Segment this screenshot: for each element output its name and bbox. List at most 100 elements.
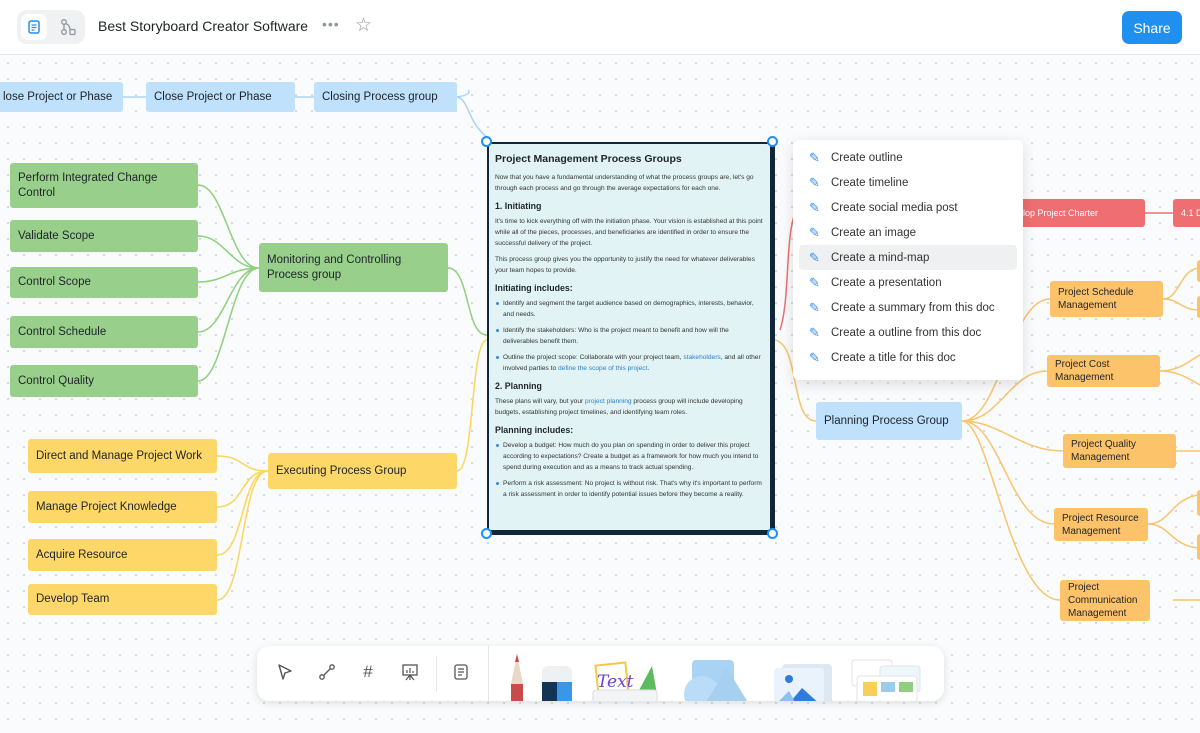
node-monitoring-item[interactable]: Control Schedule (10, 316, 198, 348)
node-initiating-next[interactable]: 4.1 D (1173, 199, 1200, 227)
select-tool-icon[interactable] (273, 662, 297, 686)
node-executing-item[interactable]: Acquire Resource (28, 539, 217, 571)
more-icon[interactable]: ••• (322, 16, 340, 32)
doc-bullet: Perform a risk assessment: No project is… (495, 478, 764, 500)
doc-bullet: Outline the project scope: Collaborate w… (495, 352, 764, 374)
text: , and all other involved parties to (503, 354, 761, 372)
resize-handle[interactable] (767, 528, 778, 539)
doc-heading: Initiating includes: (495, 283, 573, 293)
node-monitoring-item[interactable]: Control Quality (10, 365, 198, 397)
node-monitoring-item[interactable]: Validate Scope (10, 220, 198, 252)
connector-tool-icon[interactable] (315, 662, 339, 686)
node-planning-item[interactable]: Project Communication Management (1060, 580, 1150, 621)
text: process group will include developing bu… (495, 398, 743, 416)
menu-item-label: Create an image (831, 226, 917, 239)
node-planning-group[interactable]: Planning Process Group (816, 402, 962, 440)
node-planning-item[interactable]: Project Quality Management (1063, 434, 1176, 468)
text: Outline the project scope: Collaborate w… (503, 354, 684, 361)
mindmap-view-icon[interactable] (55, 14, 81, 40)
menu-item[interactable]: ✎ Create a outline from this doc (799, 320, 1017, 345)
pencil-sticker[interactable] (511, 654, 523, 701)
menu-item-label: Create outline (831, 151, 903, 164)
node-executing-group[interactable]: Executing Process Group (268, 453, 457, 489)
divider (488, 646, 489, 701)
node-executing-item[interactable]: Develop Team (28, 584, 217, 615)
pencil-icon: ✎ (809, 274, 820, 290)
eraser-sticker[interactable] (542, 666, 572, 701)
node-planning-item[interactable]: Project Schedule Management (1050, 281, 1163, 317)
node-closing-group[interactable]: Closing Process group (314, 82, 457, 112)
view-switcher (17, 10, 85, 44)
node-close-project[interactable]: Close Project or Phase (146, 82, 295, 112)
page-title: Best Storyboard Creator Software (98, 18, 309, 34)
menu-item-label: Create social media post (831, 201, 958, 214)
pencil-icon: ✎ (809, 174, 820, 190)
node-stub[interactable] (1197, 260, 1200, 282)
doc-paragraph: These plans will vary, but your project … (495, 396, 764, 418)
share-button[interactable]: Share (1122, 11, 1182, 44)
pencil-icon: ✎ (809, 349, 820, 365)
resize-handle[interactable] (767, 136, 778, 147)
node-stub[interactable] (1197, 490, 1200, 516)
menu-item[interactable]: ✎ Create outline (799, 145, 1017, 170)
presentation-tool-icon[interactable] (398, 662, 422, 686)
menu-item-label: Create a mind-map (831, 251, 930, 264)
menu-item[interactable]: ✎Create a title for this doc (799, 345, 1017, 370)
menu-item[interactable]: ✎Create social media post (799, 195, 1017, 220)
menu-item[interactable]: ✎Create a presentation (799, 270, 1017, 295)
node-develop-charter[interactable]: elop Project Charter (1010, 199, 1145, 227)
resize-handle[interactable] (481, 136, 492, 147)
text: . (647, 365, 650, 372)
doc-paragraph: This process group gives you the opportu… (495, 256, 755, 274)
node-monitoring-group[interactable]: Monitoring and Controlling Process group (259, 243, 448, 292)
node-monitoring-item[interactable]: Perform Integrated Change Control (10, 163, 198, 208)
star-icon[interactable]: ☆ (355, 15, 373, 36)
pencil-icon: ✎ (809, 249, 820, 265)
document-card[interactable]: Project Management Process Groups Now th… (487, 142, 775, 535)
sticker-tray: Text (511, 654, 921, 701)
image-sticker[interactable] (774, 664, 832, 701)
pencil-icon: ✎ (809, 224, 820, 240)
doc-heading: Planning includes: (495, 425, 574, 435)
text-sticker-label: Text (597, 672, 634, 692)
node-stub[interactable] (1197, 296, 1200, 318)
node-monitoring-item[interactable]: Control Scope (10, 267, 198, 298)
node-stub[interactable] (1197, 534, 1200, 560)
node-executing-item[interactable]: Direct and Manage Project Work (28, 439, 217, 473)
node-planning-item[interactable]: Project Resource Management (1054, 508, 1148, 541)
pencil-icon: ✎ (809, 149, 820, 165)
doc-bullet: Identify and segment the target audience… (495, 298, 764, 320)
doc-list: Develop a budget: How much do you plan o… (495, 440, 764, 500)
text-sticker[interactable]: Text (592, 661, 658, 701)
doc-bullet: Develop a budget: How much do you plan o… (495, 440, 764, 473)
doc-bullet: Identify the stakeholders: Who is the pr… (495, 325, 764, 347)
menu-item[interactable]: ✎ Create timeline (799, 170, 1017, 195)
scope-link[interactable]: define the scope of this project (557, 365, 648, 372)
node-close-project-partial[interactable]: lose Project or Phase (0, 82, 123, 112)
executing-connectors (216, 339, 488, 601)
menu-item[interactable]: ✎ Create an image (799, 220, 1017, 245)
doc-intro: Now that you have a fundamental understa… (495, 174, 754, 192)
menu-item[interactable]: ✎Create a summary from this doc (799, 295, 1017, 320)
document-view-icon[interactable] (21, 14, 47, 40)
shapes-sticker[interactable] (684, 660, 749, 701)
node-executing-item[interactable]: Manage Project Knowledge (28, 491, 217, 523)
divider (436, 656, 437, 692)
menu-item-label: Create a summary from this doc (831, 301, 995, 314)
menu-item-label: Create a outline from this doc (831, 326, 982, 339)
doc-title: Project Management Process Groups (495, 153, 682, 165)
project-planning-link[interactable]: project planning (585, 398, 632, 405)
ai-actions-menu: ✎Create outline✎Create timeline✎Create s… (793, 140, 1023, 380)
frame-tool-icon[interactable]: # (363, 662, 373, 681)
document-tool-icon[interactable] (449, 662, 473, 686)
doc-heading: 2. Planning (495, 381, 542, 391)
menu-item-label: Create timeline (831, 176, 909, 189)
menu-item[interactable]: ✎ Create a mind-map (799, 245, 1017, 270)
templates-sticker[interactable] (851, 659, 921, 701)
monitoring-connectors (197, 184, 488, 382)
resize-handle[interactable] (481, 528, 492, 539)
stakeholders-link[interactable]: stakeholders (683, 354, 721, 361)
node-planning-item[interactable]: Project Cost Management (1047, 355, 1160, 387)
pencil-icon: ✎ (809, 324, 820, 340)
